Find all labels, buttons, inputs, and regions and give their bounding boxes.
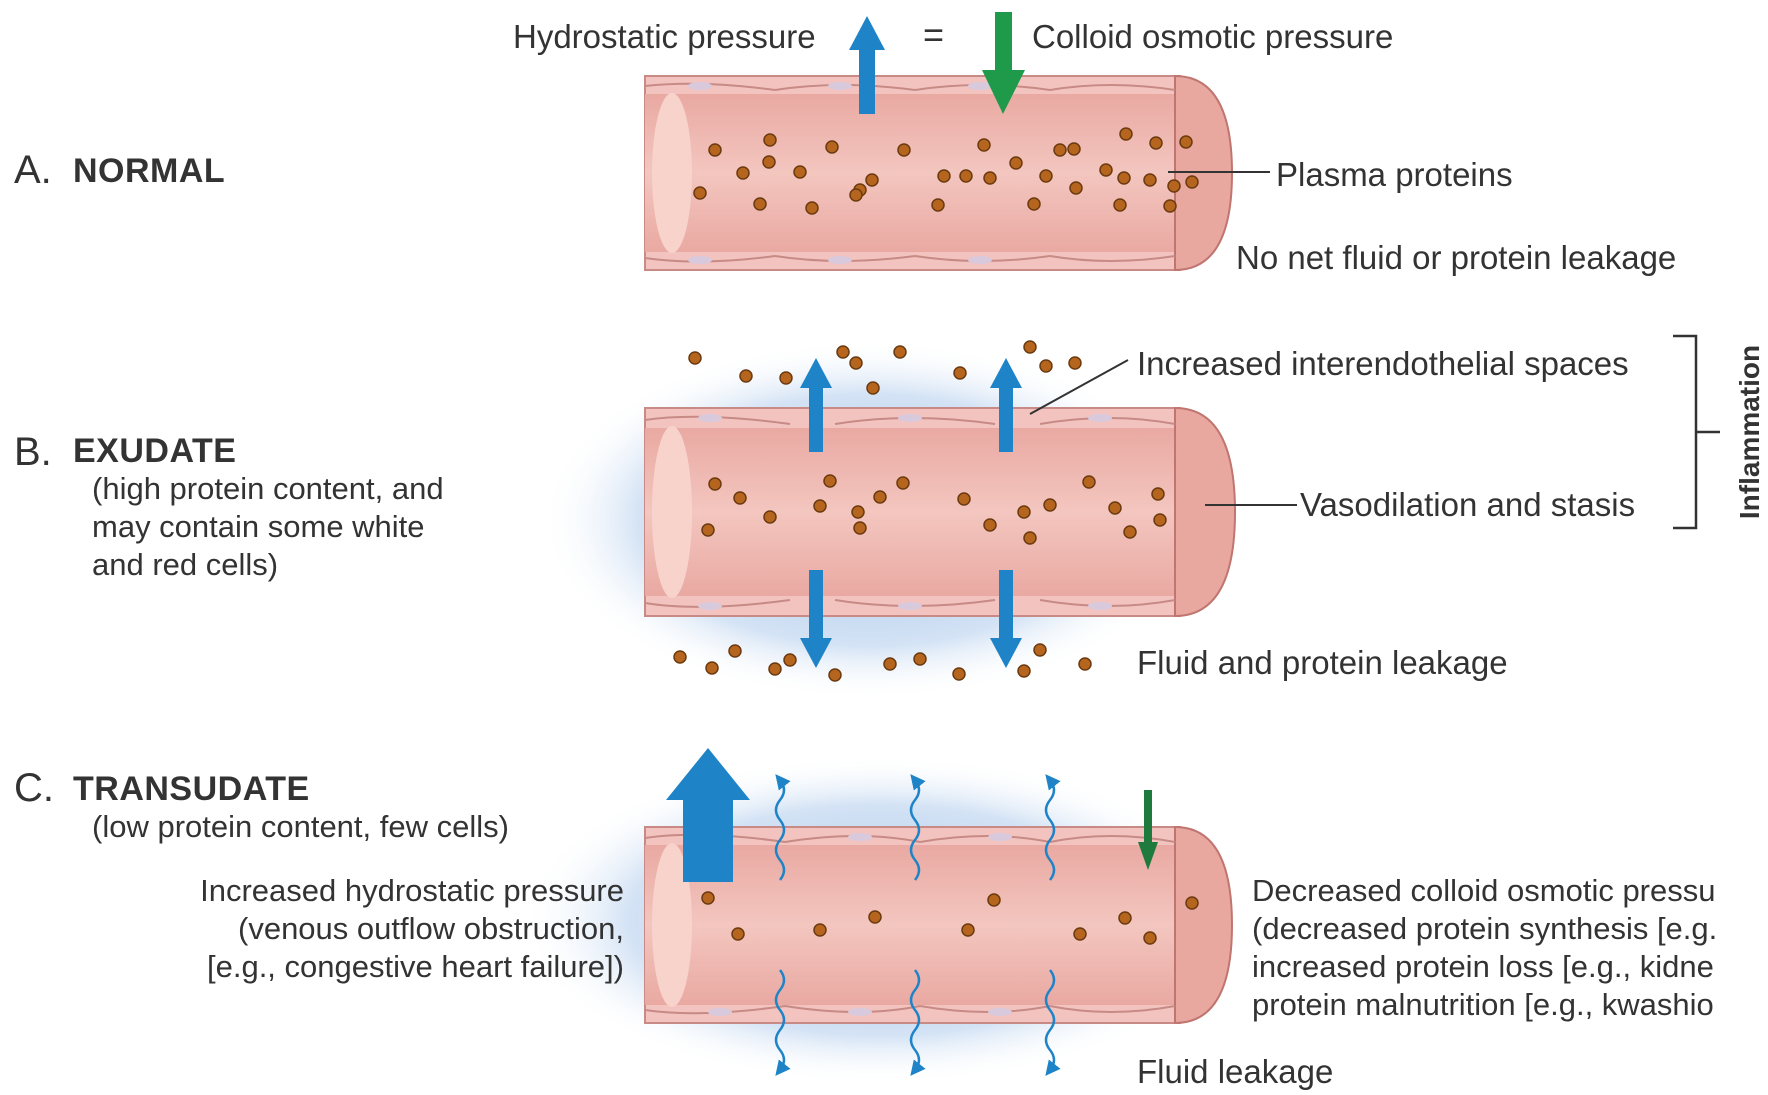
decreased-colloid-line-3: increased protein loss [e.g., kidne <box>1252 948 1768 986</box>
fluid-protein-leakage-label: Fluid and protein leakage <box>1137 646 1508 679</box>
plasma-proteins-label: Plasma proteins <box>1276 158 1513 191</box>
vasodilation-label: Vasodilation and stasis <box>1300 488 1635 521</box>
decreased-colloid-line-2: (decreased protein synthesis [e.g. <box>1252 910 1768 948</box>
section-b-line-3: and red cells) <box>92 546 444 584</box>
inflammation-label: Inflammation <box>1734 345 1766 519</box>
fluid-leakage-label: Fluid leakage <box>1137 1055 1333 1088</box>
section-b-letter: B. <box>14 432 52 472</box>
equals-sign: = <box>923 17 944 53</box>
increased-hydrostatic-line-3: [e.g., congestive heart failure]) <box>130 948 624 986</box>
section-b-line-2: may contain some white <box>92 508 444 546</box>
section-a-letter: A. <box>14 150 52 190</box>
increased-hydrostatic-label: Increased hydrostatic pressure (venous o… <box>130 872 624 986</box>
section-a-title: NORMAL <box>73 154 225 188</box>
increased-spaces-label: Increased interendothelial spaces <box>1137 347 1629 380</box>
section-c-line-1: (low protein content, few cells) <box>92 808 509 846</box>
section-c-letter: C. <box>14 768 54 808</box>
increased-hydrostatic-line-2: (venous outflow obstruction, <box>130 910 624 948</box>
increased-hydrostatic-line-1: Increased hydrostatic pressure <box>130 872 624 910</box>
section-c-description: (low protein content, few cells) <box>92 808 509 846</box>
decreased-colloid-line-4: protein malnutrition [e.g., kwashio <box>1252 986 1768 1024</box>
section-c-title: TRANSUDATE <box>73 772 310 806</box>
colloid-osmotic-pressure-label: Colloid osmotic pressure <box>1032 20 1393 53</box>
section-b-title: EXUDATE <box>73 434 236 468</box>
section-b-line-1: (high protein content, and <box>92 470 444 508</box>
section-b-description: (high protein content, and may contain s… <box>92 470 444 584</box>
decreased-colloid-line-1: Decreased colloid osmotic pressu <box>1252 872 1768 910</box>
decreased-colloid-label: Decreased colloid osmotic pressu (decrea… <box>1252 872 1768 1024</box>
hydrostatic-pressure-label: Hydrostatic pressure <box>513 20 816 53</box>
no-net-leakage-label: No net fluid or protein leakage <box>1236 241 1676 274</box>
